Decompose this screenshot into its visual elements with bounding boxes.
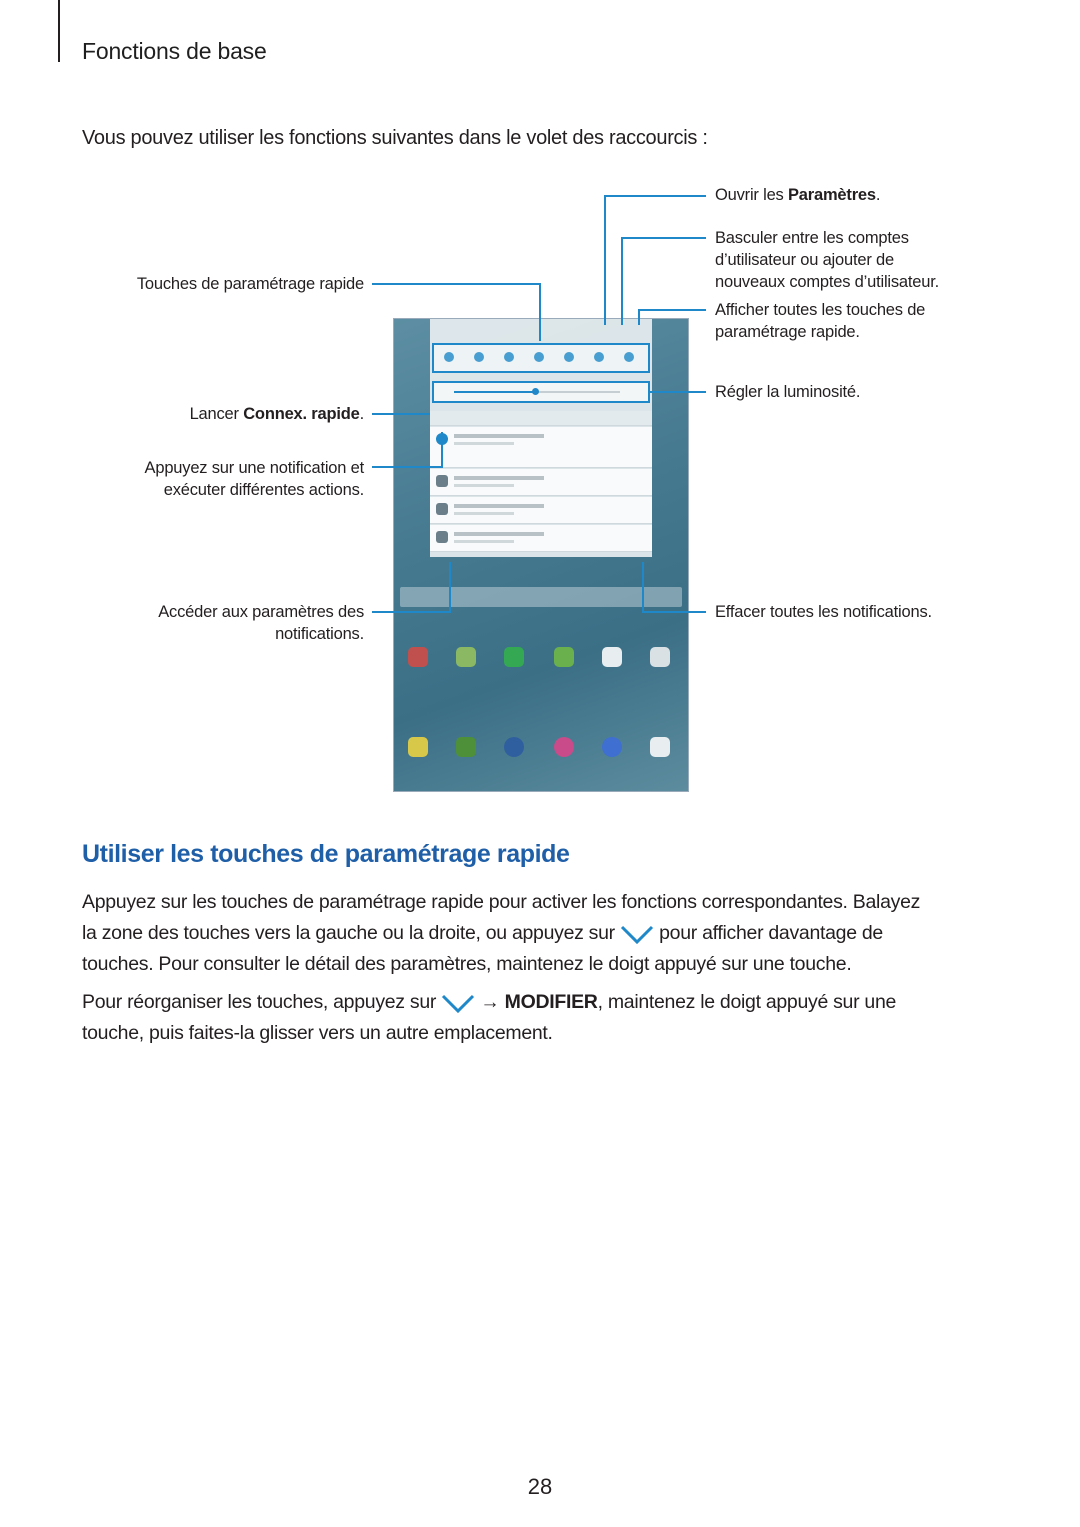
wifi-icon: [444, 352, 454, 362]
quick-connect-bar: [430, 411, 652, 426]
callout-line: [642, 562, 644, 613]
app-icon: [554, 737, 574, 757]
callout-line: [604, 195, 706, 197]
callout-line: [372, 611, 450, 613]
intro-text: Vous pouvez utiliser les fonctions suiva…: [82, 127, 708, 149]
game-icon: [554, 647, 574, 667]
power-saving-icon: [594, 352, 604, 362]
section-title: Fonctions de base: [82, 38, 267, 64]
app-icon: [408, 647, 428, 667]
callout-line: [621, 237, 706, 239]
annotation-quick-settings: Touches de paramétrage rapide: [136, 275, 364, 293]
notification-item: [430, 497, 652, 524]
section-heading: Utiliser les touches de paramétrage rapi…: [82, 840, 570, 868]
calendar-icon: [456, 647, 476, 667]
page-number: 28: [527, 1474, 553, 1499]
callout-line: [642, 611, 706, 613]
callout-line: [638, 309, 640, 325]
calculator-icon: [504, 647, 524, 667]
notification-item: [430, 469, 652, 496]
annotation-open-settings: Ouvrir les Paramètres.: [715, 186, 881, 204]
device-screenshot: [393, 318, 689, 792]
annotation-clear-all: Effacer toutes les notifications.: [715, 603, 932, 621]
annotation-brightness: Régler la luminosité.: [715, 383, 861, 401]
callout-line: [604, 195, 606, 325]
callout-line: [372, 413, 430, 415]
play-store-icon: [602, 647, 622, 667]
callout-line: [539, 283, 541, 341]
callout-line: [621, 237, 623, 325]
rotation-icon: [534, 352, 544, 362]
app-icon: [408, 737, 428, 757]
callout-line: [449, 562, 451, 613]
chevron-down-icon: [442, 994, 475, 1013]
sound-icon: [504, 352, 514, 362]
quick-settings-buttons: [432, 343, 650, 373]
airplane-icon: [624, 352, 634, 362]
annotation-switch-accounts: Basculer entre les comptes d’utilisateur…: [715, 229, 940, 291]
camera-icon: [504, 737, 524, 757]
apps-folder-icon: [650, 647, 670, 667]
callout-line: [638, 309, 706, 311]
chevron-down-icon: [620, 925, 654, 944]
annotation-notification-settings: Accéder aux paramètres des notifications…: [158, 603, 364, 643]
notification-item: [430, 525, 652, 552]
app-icon: [456, 737, 476, 757]
bluetooth-icon: [564, 352, 574, 362]
location-icon: [474, 352, 484, 362]
browser-icon: [602, 737, 622, 757]
callout-line: [372, 283, 540, 285]
annotation-tap-notification: Appuyez sur une notification et exécuter…: [144, 459, 365, 499]
callout-line: [372, 466, 442, 468]
callout-line: [441, 432, 443, 468]
paragraph-2: Pour réorganiser les touches, appuyez su…: [82, 991, 897, 1044]
notification-item: [430, 427, 652, 468]
paragraph-1: Appuyez sur les touches de paramétrage r…: [82, 891, 921, 975]
annotation-quick-connect: Lancer Connex. rapide.: [189, 405, 365, 423]
apps-icon: [650, 737, 670, 757]
annotation-show-all-buttons: Afficher toutes les touches de paramétra…: [715, 301, 926, 341]
callout-line: [650, 391, 706, 393]
brightness-slider: [432, 381, 650, 403]
header-rule: [58, 0, 60, 62]
search-bar: [400, 587, 682, 607]
